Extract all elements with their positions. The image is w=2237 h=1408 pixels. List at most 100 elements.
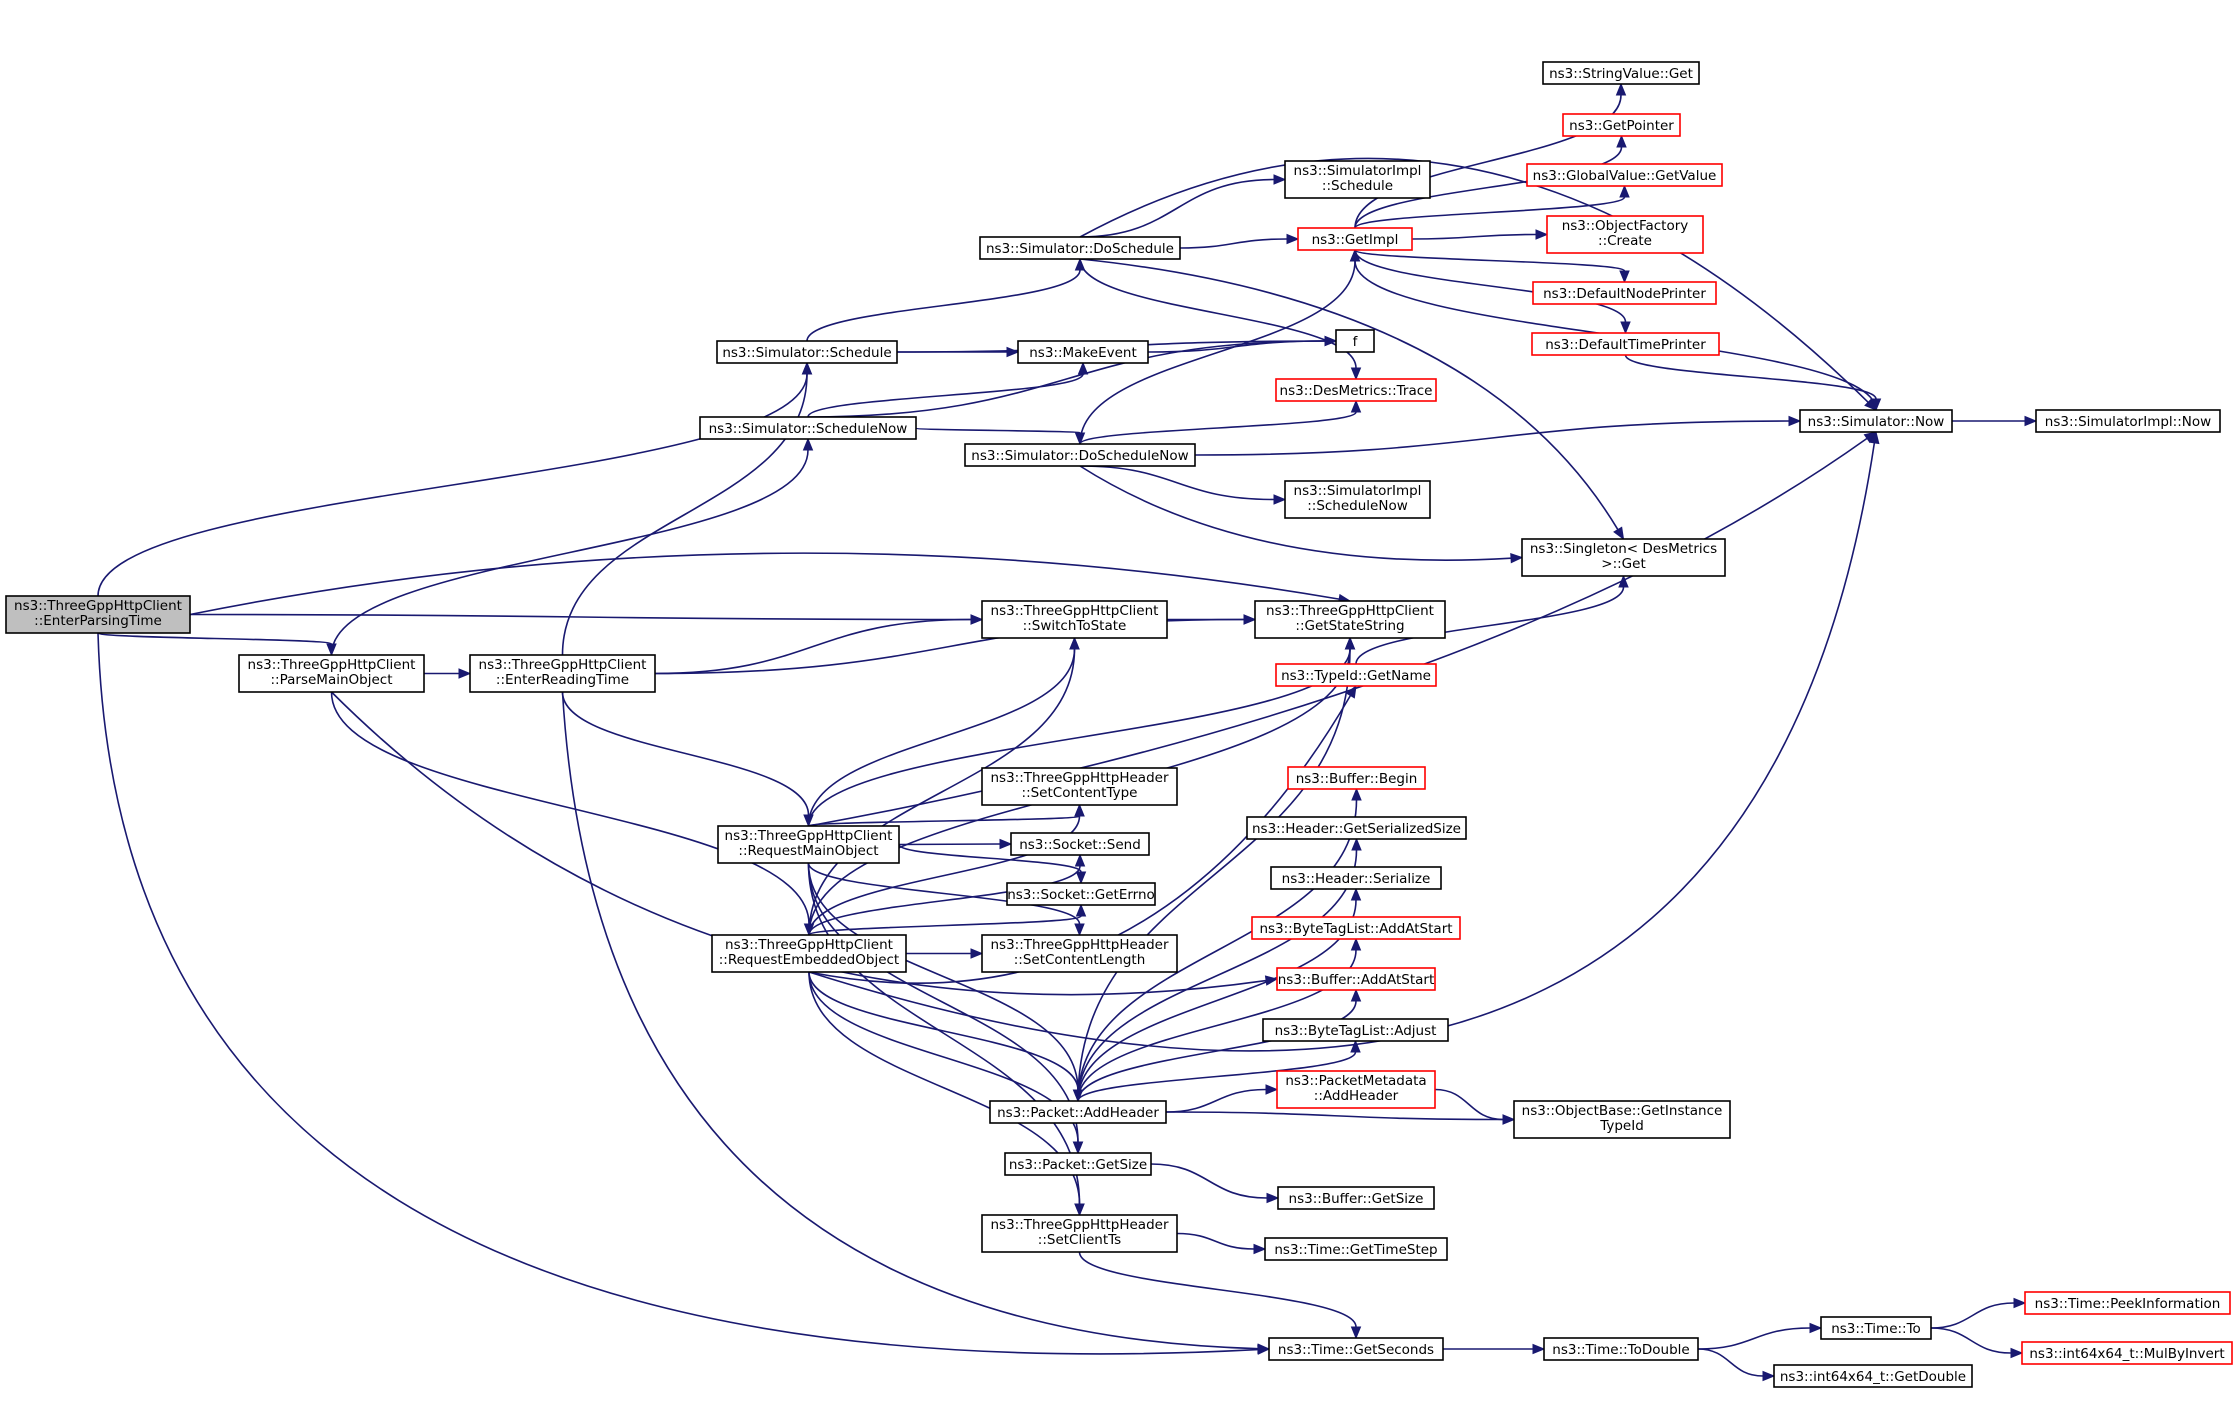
node-setCT[interactable]: ns3::ThreeGppHttpHeader::SetContentType [981, 767, 1178, 806]
node-timeTo[interactable]: ns3::Time::To [1820, 1316, 1932, 1340]
node-root[interactable]: ns3::ThreeGppHttpClient::EnterParsingTim… [5, 595, 191, 634]
node-label: ns3::ObjectBase::GetInstance [1522, 1103, 1723, 1119]
node-btlAdd[interactable]: ns3::ByteTagList::AddAtStart [1251, 916, 1461, 940]
node-setCL[interactable]: ns3::ThreeGppHttpHeader::SetContentLengt… [981, 934, 1178, 973]
node-simNow[interactable]: ns3::Simulator::Now [1799, 409, 1953, 433]
edge-line [1355, 586, 1625, 665]
arrowhead [1075, 903, 1087, 917]
edge-line [1150, 1163, 1268, 1199]
node-scheduleNow[interactable]: ns3::Simulator::ScheduleNow [699, 416, 917, 440]
node-typeIdName[interactable]: ns3::TypeId::GetName [1275, 663, 1437, 687]
edge-toDouble-to-timeTo [1697, 1322, 1823, 1350]
node-hdrSerSize[interactable]: ns3::Header::GetSerializedSize [1246, 816, 1467, 840]
edge-doScheduleNow-to-simImplScheduleNow [1079, 465, 1287, 505]
node-label: ns3::ThreeGppHttpClient [1266, 603, 1434, 619]
node-gvGetValue[interactable]: ns3::GlobalValue::GetValue [1526, 163, 1723, 187]
node-bufSize[interactable]: ns3::Buffer::GetSize [1277, 1186, 1435, 1210]
node-i64GetDouble[interactable]: ns3::int64x64_t::GetDouble [1773, 1364, 1973, 1388]
edge-line [807, 373, 1084, 418]
node-mulByInvert[interactable]: ns3::int64x64_t::MulByInvert [2021, 1341, 2233, 1365]
node-addHeader[interactable]: ns3::Packet::AddHeader [989, 1100, 1167, 1124]
node-getPointer[interactable]: ns3::GetPointer [1562, 113, 1681, 137]
node-pmAddHeader[interactable]: ns3::PacketMetadata::AddHeader [1276, 1070, 1436, 1109]
edge-line [1179, 238, 1288, 249]
edge-doSchedule-to-singletonGet [1079, 258, 1625, 541]
node-label: ::Create [1598, 233, 1652, 249]
node-makeEvent[interactable]: ns3::MakeEvent [1017, 340, 1149, 364]
node-label: ns3::PacketMetadata [1285, 1073, 1426, 1089]
node-singletonGet[interactable]: ns3::Singleton< DesMetrics>::Get [1521, 538, 1726, 577]
node-label: ns3::ThreeGppHttpClient [479, 657, 647, 673]
edge-schedule-to-doSchedule [806, 257, 1086, 342]
arrowhead [1349, 248, 1361, 262]
edge-reqEmb-to-simNow [808, 430, 1880, 1052]
edge-reqMain-to-setCT [807, 803, 1085, 827]
node-bufBegin[interactable]: ns3::Buffer::Begin [1287, 766, 1426, 790]
node-hdrSer[interactable]: ns3::Header::Serialize [1270, 866, 1442, 890]
node-box [1251, 916, 1461, 940]
node-setClientTs[interactable]: ns3::ThreeGppHttpHeader::SetClientTs [981, 1214, 1178, 1253]
arrowhead [1615, 82, 1627, 96]
edge-getImpl-to-defTimePrinter [1354, 249, 1631, 335]
node-getStateString[interactable]: ns3::ThreeGppHttpClient::GetStateString [1254, 600, 1446, 639]
edge-line [1354, 146, 1623, 229]
edge-line [1624, 354, 1877, 400]
node-sockSend[interactable]: ns3::Socket::Send [1010, 832, 1150, 856]
edge-line [1079, 260, 1356, 445]
edge-root-to-schedule [97, 361, 813, 597]
node-reqMain[interactable]: ns3::ThreeGppHttpClient::RequestMainObje… [717, 825, 900, 864]
node-simImplSchedule[interactable]: ns3::SimulatorImpl::Schedule [1284, 160, 1431, 199]
edge-line [1079, 157, 1869, 403]
node-box [1820, 1316, 1932, 1340]
node-label: ns3::Simulator::DoSchedule [986, 241, 1174, 257]
edge-line [807, 815, 1081, 827]
arrowhead [1613, 526, 1625, 541]
edge-line [1077, 1051, 1357, 1102]
arrowhead [1350, 367, 1362, 381]
edge-simNow-to-simImplNow [1951, 415, 2038, 427]
node-doScheduleNow[interactable]: ns3::Simulator::DoScheduleNow [964, 443, 1196, 467]
node-getSeconds[interactable]: ns3::Time::GetSeconds [1268, 1337, 1444, 1361]
node-schedule[interactable]: ns3::Simulator::Schedule [716, 340, 898, 364]
node-label: ns3::ThreeGppHttpClient [248, 657, 416, 673]
edge-getImpl-to-defNodePrinter [1354, 249, 1630, 284]
node-desTrace[interactable]: ns3::DesMetrics::Trace [1275, 378, 1437, 402]
node-pktSize[interactable]: ns3::Packet::GetSize [1004, 1152, 1152, 1176]
node-bufAdd[interactable]: ns3::Buffer::AddAtStart [1276, 967, 1436, 991]
edge-line [1354, 196, 1626, 229]
node-defNodePrinter[interactable]: ns3::DefaultNodePrinter [1532, 281, 1717, 305]
node-switchState[interactable]: ns3::ThreeGppHttpClient::SwitchToState [981, 600, 1168, 639]
node-box [979, 236, 1181, 260]
arrowhead [802, 437, 814, 451]
arrowhead [1510, 552, 1524, 564]
node-getImpl[interactable]: ns3::GetImpl [1297, 227, 1413, 251]
node-defTimePrinter[interactable]: ns3::DefaultTimePrinter [1531, 332, 1720, 356]
node-timeStep[interactable]: ns3::Time::GetTimeStep [1264, 1237, 1448, 1261]
node-label: ns3::Simulator::Now [1808, 414, 1945, 430]
node-f[interactable]: f [1335, 329, 1375, 353]
edge-line [1077, 648, 1351, 1102]
node-simImplScheduleNow[interactable]: ns3::SimulatorImpl::ScheduleNow [1284, 480, 1431, 519]
node-label: ns3::Singleton< DesMetrics [1530, 541, 1717, 557]
node-peekInfo[interactable]: ns3::Time::PeekInformation [2024, 1291, 2231, 1315]
arrowhead [1351, 787, 1362, 801]
node-strGet[interactable]: ns3::StringValue::Get [1542, 61, 1700, 85]
edge-pmAddHeader-to-objInstTypeId [1434, 1088, 1516, 1125]
node-label: ns3::ByteTagList::Adjust [1275, 1023, 1437, 1039]
arrowhead [2013, 1297, 2027, 1309]
node-box [964, 443, 1196, 467]
node-toDouble[interactable]: ns3::Time::ToDouble [1543, 1337, 1699, 1361]
node-simImplNow[interactable]: ns3::SimulatorImpl::Now [2035, 409, 2221, 433]
node-ofCreate[interactable]: ns3::ObjectFactory::Create [1546, 215, 1704, 254]
node-doSchedule[interactable]: ns3::Simulator::DoSchedule [979, 236, 1181, 260]
node-parseMain[interactable]: ns3::ThreeGppHttpClient::ParseMainObject [238, 654, 425, 693]
node-box [1276, 1070, 1436, 1109]
node-label: ns3::DefaultTimePrinter [1545, 337, 1706, 353]
node-reqEmb[interactable]: ns3::ThreeGppHttpClient::RequestEmbedded… [711, 934, 907, 973]
edge-line [1930, 1302, 2015, 1329]
node-btlAdjust[interactable]: ns3::ByteTagList::Adjust [1262, 1018, 1449, 1042]
node-enterReading[interactable]: ns3::ThreeGppHttpClient::EnterReadingTim… [469, 654, 656, 693]
node-sockErrno[interactable]: ns3::Socket::GetErrno [1006, 882, 1156, 906]
